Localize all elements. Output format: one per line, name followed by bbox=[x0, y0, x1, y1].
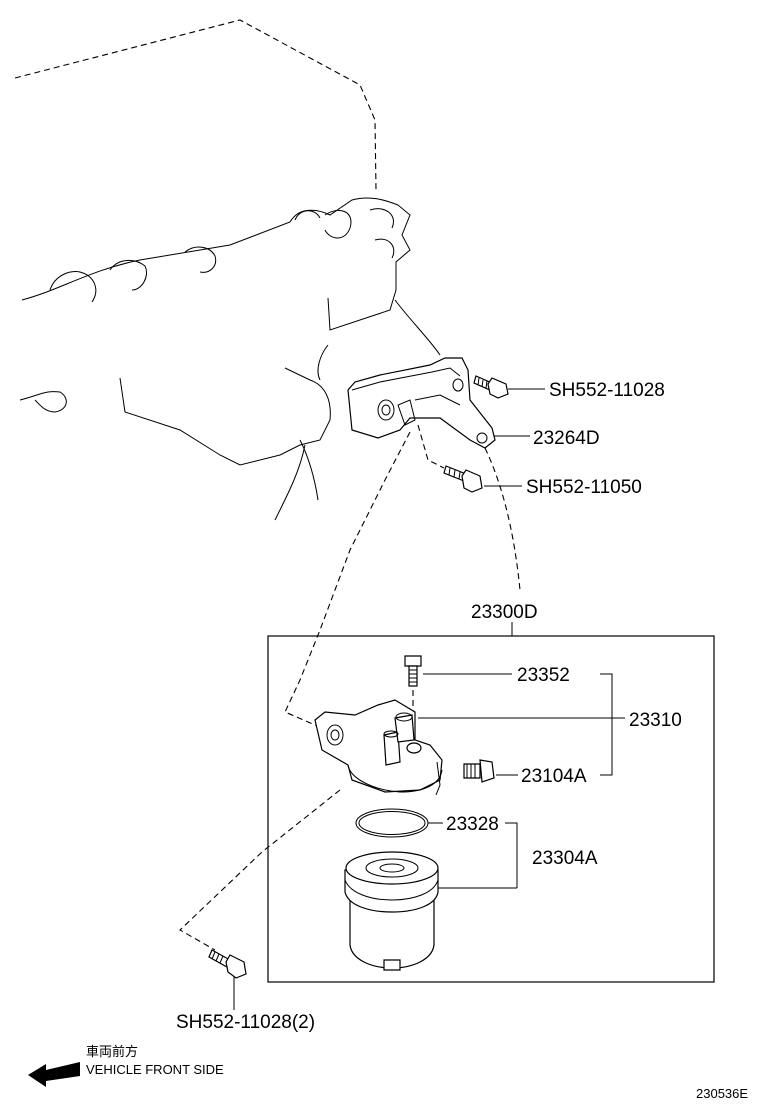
assembly-box bbox=[267, 635, 715, 983]
label-23310: 23310 bbox=[629, 710, 682, 731]
label-sh552-11050: SH552-11050 bbox=[526, 477, 642, 498]
engine-outline bbox=[14, 19, 441, 521]
diagram-id: 230536E bbox=[696, 1086, 748, 1101]
plug-bolt-23352-icon bbox=[404, 655, 422, 687]
o-ring-23328 bbox=[355, 808, 429, 838]
label-sh552-11028: SH552-11028 bbox=[549, 380, 665, 401]
label-23104a: 23104A bbox=[521, 766, 587, 787]
bolt-mid-icon bbox=[443, 465, 483, 493]
vehicle-front-indicator: 車両前方 VEHICLE FRONT SIDE bbox=[28, 1044, 224, 1087]
label-23304a: 23304A bbox=[532, 848, 598, 869]
label-23264d: 23264D bbox=[533, 428, 600, 449]
left-arrow-icon bbox=[28, 1062, 80, 1087]
direction-english: VEHICLE FRONT SIDE bbox=[86, 1062, 224, 1077]
label-23300d: 23300D bbox=[471, 602, 538, 623]
drain-plug-23104a-icon bbox=[463, 759, 495, 783]
bolt-bottom-icon bbox=[208, 949, 247, 979]
housing-23310 bbox=[314, 699, 443, 796]
filter-element-23304a bbox=[344, 851, 439, 971]
bolt-top-icon bbox=[473, 375, 509, 399]
label-23328: 23328 bbox=[446, 814, 499, 835]
direction-japanese: 車両前方 bbox=[86, 1044, 138, 1059]
label-sh552-11028-2: SH552-11028(2) bbox=[176, 1012, 315, 1033]
bracket-23264d bbox=[347, 357, 496, 449]
label-23352: 23352 bbox=[517, 665, 570, 686]
